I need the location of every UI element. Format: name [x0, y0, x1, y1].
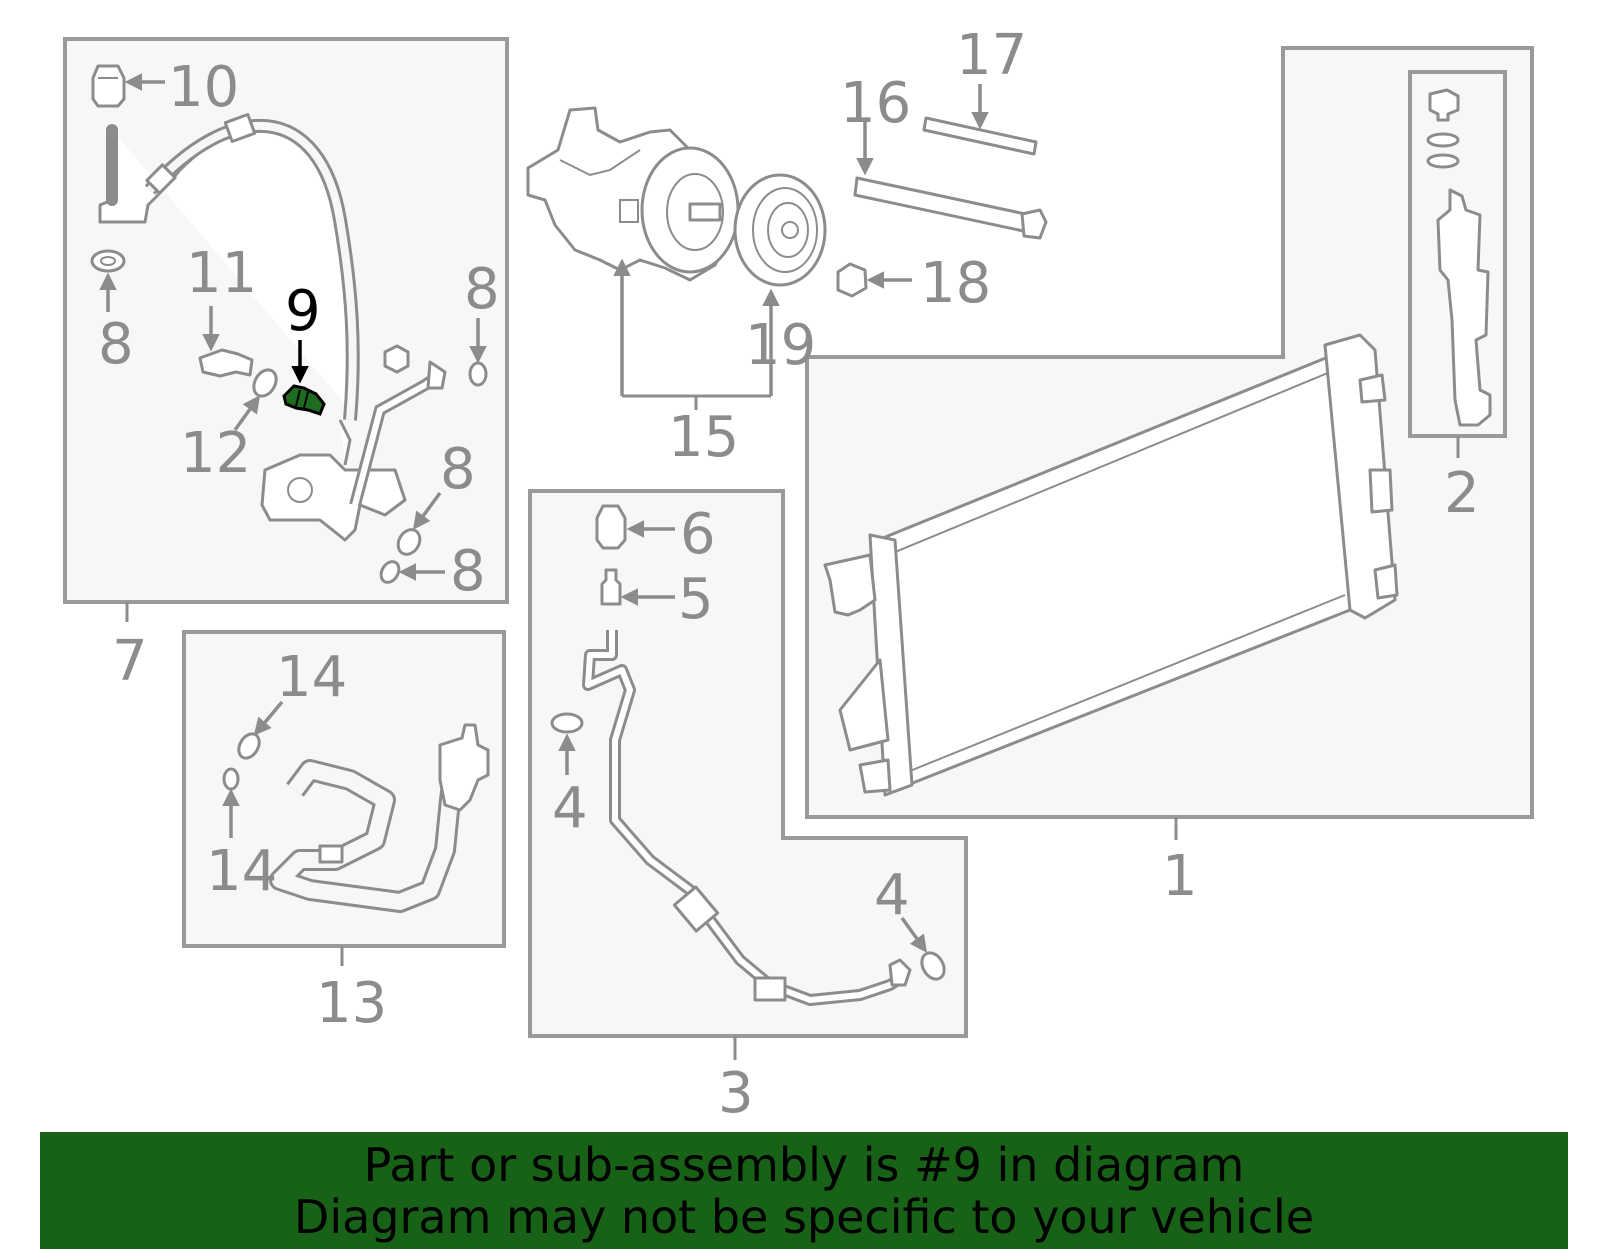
- callout-3: 3: [718, 1061, 754, 1126]
- part-9-highlighted[interactable]: [282, 384, 326, 416]
- callout-6: 6: [680, 502, 716, 567]
- callout-17: 17: [956, 23, 1027, 88]
- banner-line-1: Part or sub-assembly is #9 in diagram: [363, 1137, 1245, 1192]
- part-6-cap[interactable]: [595, 504, 627, 550]
- callout-7: 7: [112, 629, 148, 694]
- callout-14b: 14: [206, 839, 277, 904]
- callout-16: 16: [840, 71, 911, 136]
- part-18-nut[interactable]: [836, 262, 868, 298]
- callout-10: 10: [168, 55, 239, 120]
- callout-4a: 4: [552, 776, 588, 841]
- part-10-cap[interactable]: [91, 64, 126, 108]
- expansion-valve-block: [260, 360, 447, 542]
- part-11-sensor[interactable]: [198, 348, 254, 378]
- part-17-stud[interactable]: [922, 116, 1038, 156]
- callout-2: 2: [1444, 461, 1480, 526]
- part-15-compressor[interactable]: [526, 106, 740, 282]
- group-7-hose: [98, 112, 360, 421]
- arrow-14a: [253, 700, 284, 736]
- part-12-oring[interactable]: [249, 366, 280, 400]
- callout-5: 5: [678, 567, 714, 632]
- callout-9: 9: [285, 279, 321, 344]
- arrow-12: [233, 395, 261, 432]
- info-banner: Part or sub-assembly is #9 in diagram Di…: [40, 1132, 1568, 1249]
- group-3-line: [582, 630, 912, 1006]
- part-2-dryer[interactable]: [1426, 88, 1492, 427]
- callout-11: 11: [186, 241, 257, 306]
- part-14-oring-b[interactable]: [222, 767, 240, 791]
- callout-8d: 8: [450, 539, 486, 604]
- group-3-box: [528, 489, 968, 1060]
- callout-8a: 8: [98, 312, 134, 377]
- group-7-nut: [383, 344, 410, 374]
- part-1-condenser[interactable]: [823, 333, 1399, 797]
- banner-line-2: Diagram may not be specific to your vehi…: [293, 1189, 1315, 1244]
- callout-8b: 8: [464, 257, 500, 322]
- callout-13: 13: [316, 971, 387, 1036]
- part-4-oring-a[interactable]: [550, 712, 584, 734]
- part-8-oring-b[interactable]: [468, 361, 488, 387]
- part-8-oring-d[interactable]: [378, 558, 403, 585]
- callout-15: 15: [668, 405, 739, 470]
- callout-14a: 14: [276, 645, 347, 710]
- arrow-4b: [900, 916, 928, 953]
- part-5-valve[interactable]: [600, 568, 622, 606]
- callout-4b: 4: [874, 863, 910, 928]
- callout-1: 1: [1162, 844, 1198, 909]
- callout-12: 12: [180, 421, 251, 486]
- part-4-oring-b[interactable]: [917, 949, 948, 983]
- part-16-bolt[interactable]: [853, 176, 1048, 240]
- part-19-pulley[interactable]: [733, 173, 827, 287]
- group-13-hose: [269, 723, 490, 913]
- part-8-oring-c[interactable]: [394, 526, 424, 559]
- callout-18: 18: [920, 251, 991, 316]
- oring-hole-icon: [100, 256, 116, 266]
- callout-19: 19: [745, 313, 816, 378]
- callout-8c: 8: [440, 437, 476, 502]
- arrow-8c: [412, 491, 442, 530]
